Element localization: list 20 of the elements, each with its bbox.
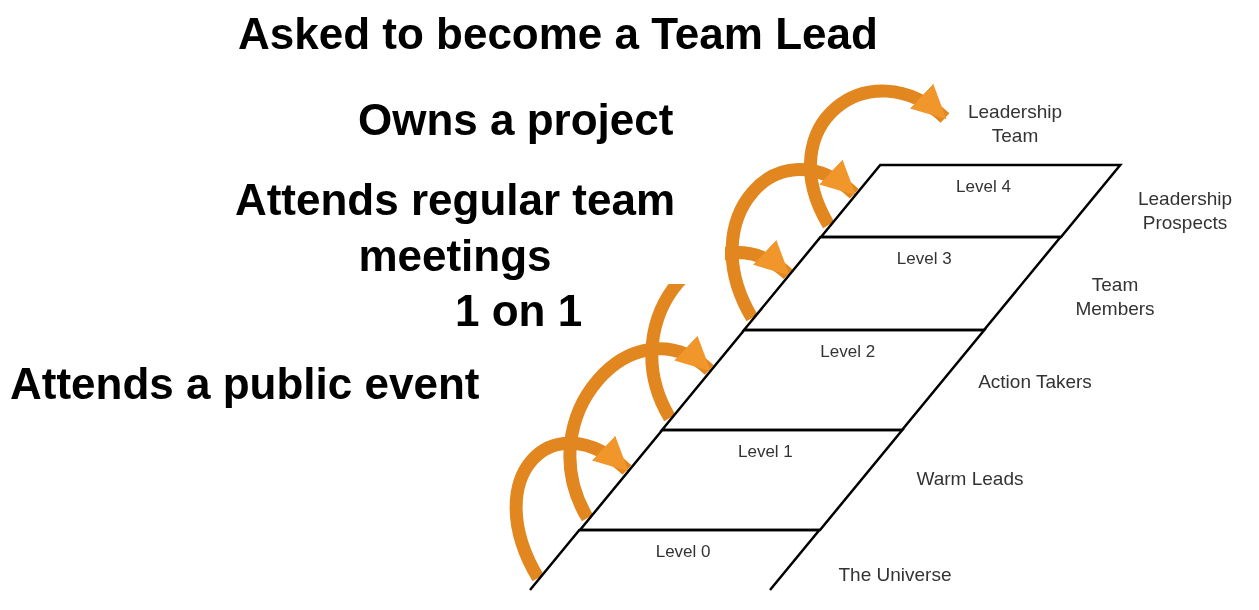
tier-label: Action Takers [977, 370, 1093, 394]
ladder-section [744, 237, 1061, 330]
level-label: Level 1 [738, 442, 793, 462]
curved-arrow [645, 241, 792, 421]
ladder-section [530, 530, 820, 590]
curved-arrow [725, 161, 859, 321]
tier-label: Warm Leads [915, 467, 1025, 491]
level-label: Level 4 [956, 177, 1011, 197]
curved-arrow [804, 84, 949, 228]
level-label: Level 0 [655, 542, 711, 562]
curved-arrow [509, 436, 631, 581]
ladder-section [579, 430, 902, 530]
tier-label: The Universe [837, 563, 953, 587]
tier-label: Leadership Prospects [1137, 187, 1233, 235]
level-label: Level 3 [896, 249, 952, 269]
tier-label: Leadership Team [945, 100, 1085, 148]
level-label: Level 2 [820, 342, 876, 362]
curved-arrow [564, 337, 714, 521]
tier-label: Team Members [1074, 273, 1156, 321]
ladder-section [820, 165, 1120, 237]
